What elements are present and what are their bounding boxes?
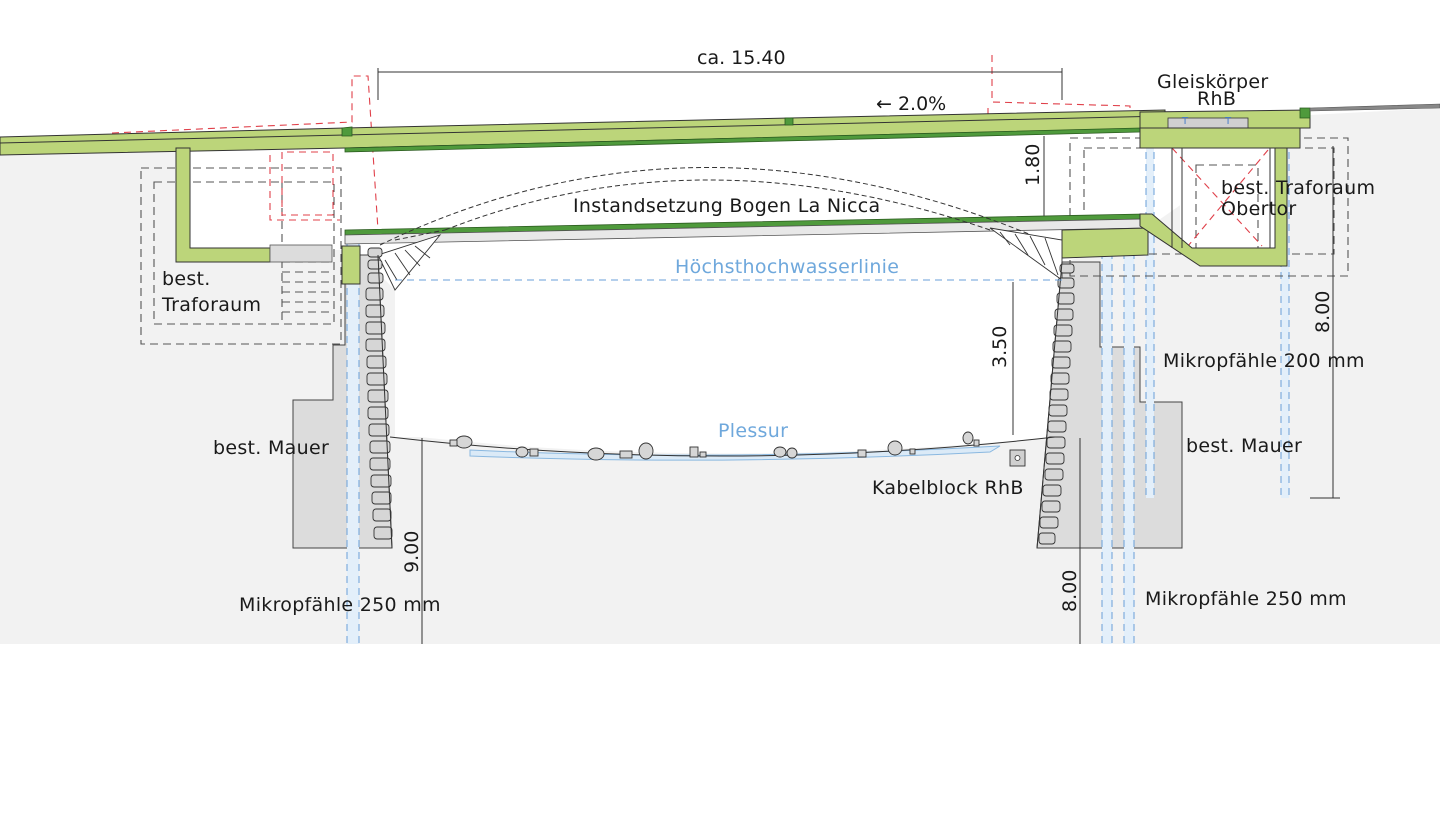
piles-right-lower-label: Mikropfähle 250 mm — [1145, 588, 1347, 610]
flood-clearance-dimension: 3.50 — [989, 326, 1011, 368]
wall-right-label: best. Mauer — [1186, 435, 1302, 457]
micro-piles — [346, 140, 1290, 644]
masonry-right — [1036, 261, 1075, 549]
river-plessur — [389, 279, 1062, 461]
right-trafo-room — [1061, 127, 1301, 267]
deck-height-dimension: 1.80 — [1022, 144, 1044, 186]
right-upper-pile-depth-dimension: 8.00 — [1312, 291, 1334, 333]
piles-left-label: Mikropfähle 250 mm — [239, 594, 441, 616]
trafo-left-label-line2: Traforaum — [161, 294, 261, 316]
trafo-right-label-line1: best. Traforaum — [1221, 177, 1375, 199]
svg-text:T: T — [1224, 116, 1232, 127]
track-body-label-line2: RhB — [1197, 88, 1236, 110]
drawing-title: Instandsetzung Bogen La Nicca — [573, 195, 880, 217]
span-dimension: ca. 15.40 — [697, 47, 786, 69]
piles-right-upper-label: Mikropfähle 200 mm — [1163, 350, 1365, 372]
road-slab — [0, 109, 1166, 156]
deck-void — [345, 130, 1140, 232]
high-water-label: Höchsthochwasserlinie — [675, 256, 899, 278]
left-trafo-void — [190, 148, 345, 250]
left-trafo-room — [175, 147, 361, 285]
slope-label: ← 2.0% — [876, 93, 946, 115]
left-pile-depth-dimension: 9.00 — [401, 531, 423, 573]
cable-block-label: Kabelblock RhB — [872, 477, 1024, 499]
masonry-left — [365, 247, 393, 549]
trafo-right-label-line2: Obertor — [1221, 198, 1297, 220]
svg-text:T: T — [1181, 116, 1189, 127]
trafo-left-label-line1: best. — [162, 268, 211, 290]
track-body-label-line1: Gleiskörper — [1157, 71, 1269, 93]
right-pile-depth-dimension: 8.00 — [1059, 570, 1081, 612]
cable-block — [1009, 449, 1026, 467]
arch-la-nicca — [377, 167, 1063, 291]
dimension-lines — [377, 68, 1340, 644]
river-label: Plessur — [718, 420, 788, 442]
wall-left-label: best. Mauer — [213, 437, 329, 459]
